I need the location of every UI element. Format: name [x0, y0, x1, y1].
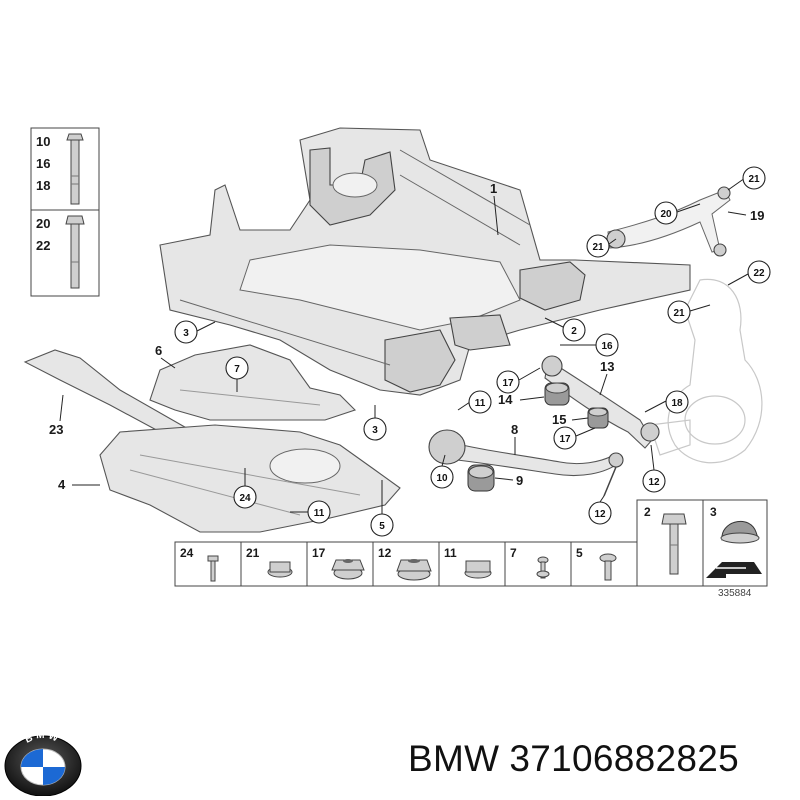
- bushing-15: [587, 407, 609, 429]
- callout-7: 7: [225, 356, 249, 392]
- svg-text:3: 3: [372, 425, 378, 436]
- front-subframe: [159, 127, 691, 396]
- diagram-number: 335884: [718, 588, 752, 599]
- part-number: 37106882825: [509, 738, 739, 779]
- callout-12-bottom: 12: [588, 495, 612, 525]
- svg-text:2: 2: [644, 505, 651, 519]
- callout-16: 16: [560, 333, 619, 357]
- bushing-9: [467, 464, 495, 492]
- label-part-4: 4: [58, 477, 66, 492]
- svg-text:12: 12: [594, 509, 606, 520]
- label-part-9: 9: [516, 473, 523, 488]
- nut-17-icon: [331, 559, 365, 580]
- svg-text:24: 24: [180, 546, 194, 560]
- rubber-cap-3-icon: [720, 521, 760, 544]
- svg-text:7: 7: [234, 364, 240, 375]
- callout-11-bottom: 11: [290, 500, 331, 524]
- label-part-8: 8: [511, 422, 518, 437]
- callout-21-left: 21: [586, 234, 617, 258]
- svg-text:21: 21: [673, 308, 685, 319]
- callout-11-top: 11: [457, 390, 492, 414]
- wheel-carrier-ghost: [649, 278, 763, 464]
- callout-12-right: 12: [642, 444, 666, 493]
- svg-text:5: 5: [379, 521, 385, 532]
- thrust-arm-8: [428, 429, 624, 497]
- svg-text:10: 10: [36, 134, 50, 149]
- callout-21-top: 21: [727, 166, 766, 191]
- wishbone-arm-13: [541, 355, 660, 449]
- bolt-box-10-16-18: 10 16 18: [30, 127, 100, 211]
- callout-18: 18: [644, 390, 689, 414]
- label-part-15: 15: [552, 412, 566, 427]
- hardware-row: 24 21 17 12 11 7: [174, 541, 638, 587]
- bolt-24-icon: [207, 555, 219, 582]
- svg-text:3: 3: [183, 328, 189, 339]
- callout-3-left: 3: [174, 320, 216, 344]
- bolt-box-20-22: 20 22: [30, 209, 100, 297]
- bushing-14: [544, 382, 570, 406]
- screw-5-icon: [599, 553, 617, 581]
- svg-text:22: 22: [753, 268, 765, 279]
- callout-21-lower: 21: [667, 300, 711, 324]
- hardware-side: 2 3: [636, 499, 768, 587]
- svg-text:3: 3: [710, 505, 717, 519]
- svg-text:24: 24: [239, 493, 251, 504]
- underbody-panel-4: [99, 424, 401, 533]
- svg-text:18: 18: [36, 178, 50, 193]
- direction-arrow-icon: [706, 562, 762, 578]
- callout-24: 24: [233, 468, 257, 509]
- clip-7-icon: [536, 556, 550, 579]
- svg-text:11: 11: [314, 508, 325, 519]
- splash-shield-6: [149, 344, 357, 421]
- svg-text:18: 18: [671, 398, 683, 409]
- callout-17-right: 17: [553, 426, 596, 450]
- callout-20: 20: [654, 201, 701, 225]
- bolt-2-icon: [661, 513, 687, 575]
- brand-name: BMW: [408, 738, 500, 779]
- callout-5: 5: [370, 480, 394, 537]
- svg-text:11: 11: [444, 546, 457, 560]
- label-part-6: 6: [155, 343, 162, 358]
- svg-text:2: 2: [571, 326, 577, 337]
- nut-11-icon: [464, 560, 492, 579]
- svg-text:11: 11: [475, 398, 486, 409]
- callout-22: 22: [727, 260, 771, 286]
- logo-letters: BMW: [23, 730, 62, 746]
- svg-text:21: 21: [246, 546, 260, 560]
- label-part-19: 19: [750, 208, 764, 223]
- svg-text:20: 20: [660, 209, 672, 220]
- svg-text:10: 10: [436, 473, 448, 484]
- svg-text:21: 21: [748, 174, 760, 185]
- label-part-1: 1: [490, 181, 497, 196]
- svg-text:16: 16: [601, 341, 613, 352]
- svg-text:17: 17: [502, 378, 514, 389]
- svg-text:17: 17: [559, 434, 571, 445]
- svg-text:12: 12: [378, 546, 392, 560]
- callout-10: 10: [430, 454, 454, 489]
- svg-text:21: 21: [592, 242, 604, 253]
- nut-21-icon: [267, 561, 293, 578]
- svg-text:12: 12: [648, 477, 660, 488]
- long-bolt-icon: [66, 133, 84, 205]
- label-part-23: 23: [49, 422, 63, 437]
- svg-text:16: 16: [36, 156, 50, 171]
- label-part-14: 14: [498, 392, 513, 407]
- flange-bolt-icon: [65, 215, 85, 289]
- svg-text:5: 5: [576, 546, 583, 560]
- svg-text:7: 7: [510, 546, 517, 560]
- callout-3-mid: 3: [363, 405, 387, 441]
- svg-text:20: 20: [36, 216, 50, 231]
- svg-text:22: 22: [36, 238, 50, 253]
- callout-17-mid: 17: [496, 367, 541, 394]
- nut-12-icon: [396, 559, 432, 581]
- svg-text:17: 17: [312, 546, 326, 560]
- bmw-logo: BMW: [4, 730, 82, 796]
- callout-2: 2: [544, 317, 586, 342]
- label-part-13: 13: [600, 359, 614, 374]
